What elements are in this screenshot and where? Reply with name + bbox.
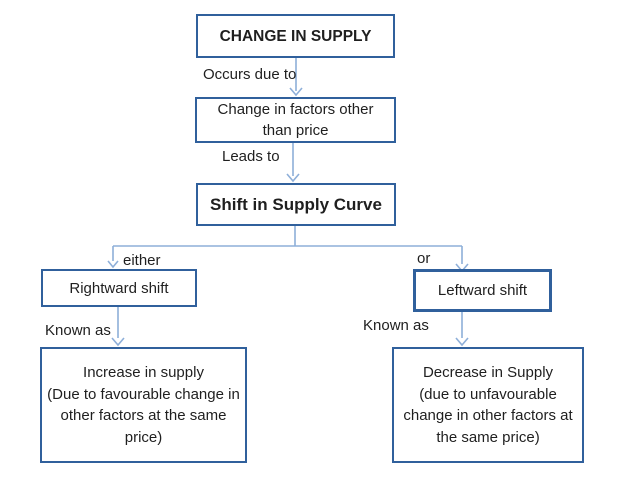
edge-label-occurs-due-to: Occurs due to — [203, 66, 297, 83]
node-rightward-shift: Rightward shift — [41, 269, 197, 307]
node-label-line: other factors at the same — [60, 407, 227, 424]
node-label: CHANGE IN SUPPLY — [219, 27, 372, 45]
node-label-line: the same price) — [436, 428, 540, 446]
arrowhead-down-icon — [289, 87, 303, 97]
node-label-line: than price — [262, 122, 329, 139]
node-decrease-in-supply: Decrease in Supply (due to unfavourable … — [392, 347, 584, 463]
node-label-line: Change in factors other — [217, 101, 374, 118]
arrowhead-down-icon — [286, 173, 300, 183]
edge-label-leads-to: Leads to — [222, 148, 280, 165]
edge-label-either: either — [123, 252, 161, 269]
node-change-in-factors: Change in factors other than price — [195, 97, 396, 143]
node-increase-in-supply: Increase in supply (Due to favourable ch… — [40, 347, 247, 463]
node-label-line: Decrease in Supply — [422, 364, 554, 381]
node-label: Leftward shift — [437, 282, 528, 299]
node-label: Shift in Supply Curve — [210, 195, 382, 214]
edge-label-known-as-left: Known as — [45, 322, 111, 339]
node-label-line: change in other factors at — [403, 407, 573, 424]
edge-label-or: or — [417, 250, 431, 267]
node-label-line: Increase in supply — [83, 364, 204, 381]
node-change-in-supply: CHANGE IN SUPPLY — [196, 14, 395, 58]
arrowhead-down-icon — [111, 337, 125, 347]
arrowhead-down-icon — [455, 337, 469, 347]
node-leftward-shift: Leftward shift — [413, 269, 552, 312]
edge-label-known-as-right: Known as — [363, 317, 429, 334]
node-label-line: (due to unfavourable — [419, 385, 557, 403]
arrowhead-down-icon — [107, 260, 119, 269]
node-shift-in-supply-curve: Shift in Supply Curve — [196, 183, 396, 226]
node-label: Rightward shift — [69, 279, 169, 297]
node-label-line: price) — [124, 428, 163, 446]
node-label-line: (Due to favourable change in — [47, 385, 240, 403]
